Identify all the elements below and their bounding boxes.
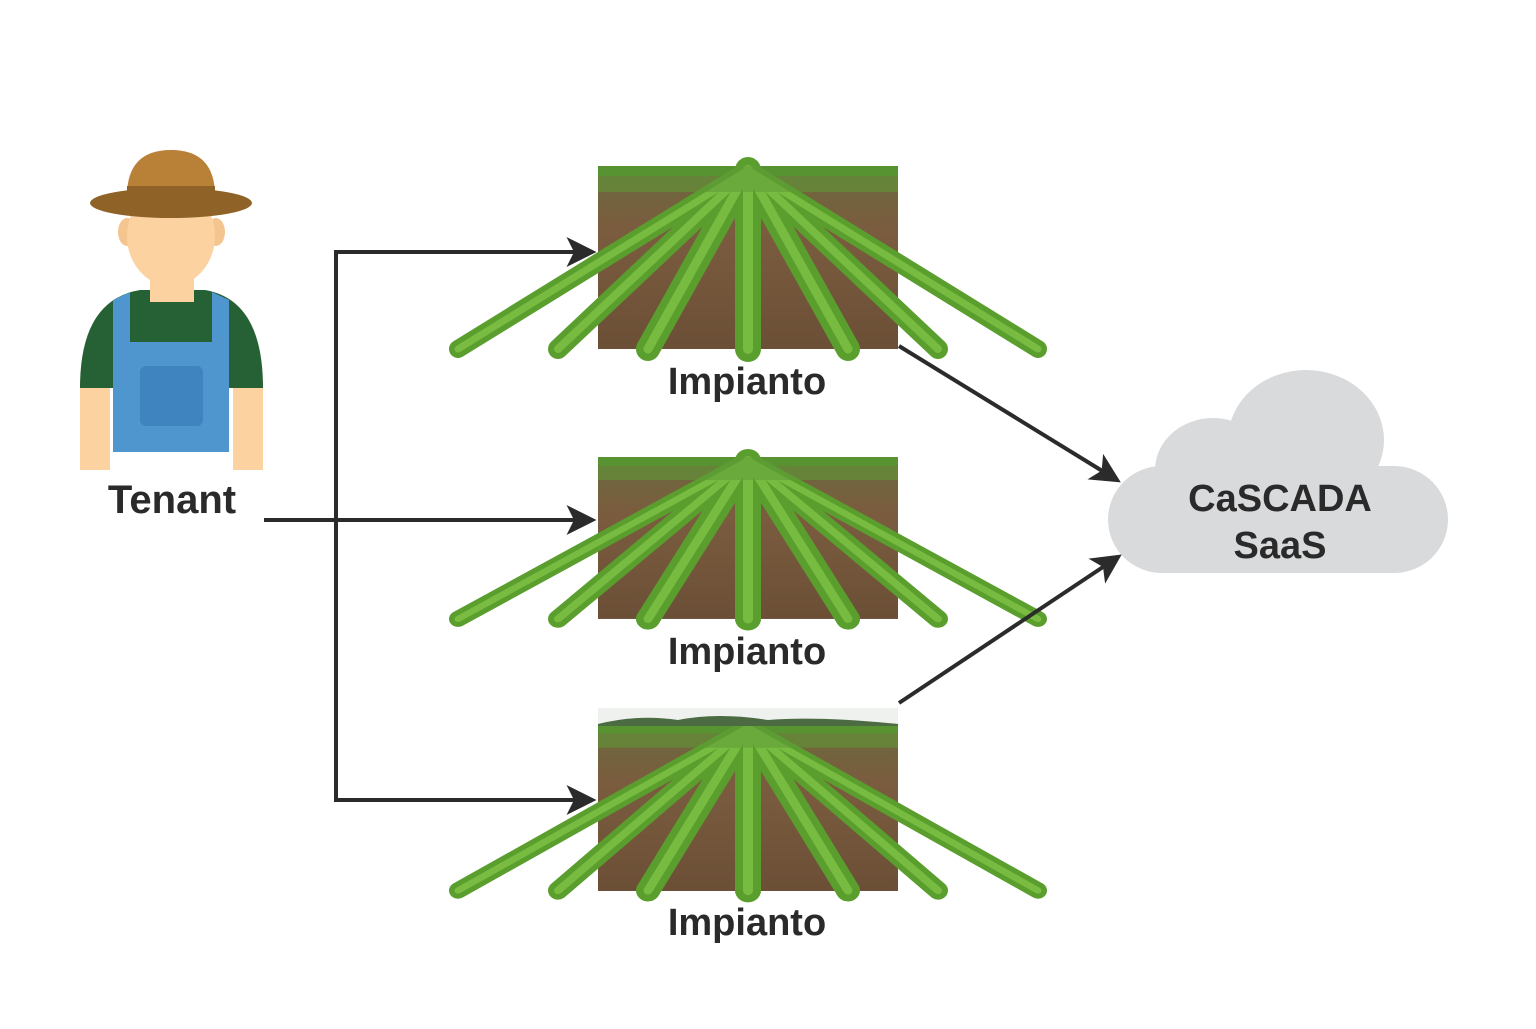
- arrow-plant-3-to-cloud: [897, 554, 1122, 705]
- crop-field-photo-3: [458, 708, 1038, 891]
- crop-field-photo-2: [458, 457, 1038, 619]
- plant-label-3: Impianto: [667, 902, 827, 944]
- cloud-label-line-1: CaSCADA: [1188, 478, 1372, 520]
- cloud-label: CaSCADA SaaS: [1130, 476, 1430, 570]
- plant-label-2: Impianto: [667, 631, 827, 673]
- cloud-icon: [1108, 370, 1448, 573]
- farmer-icon: [80, 150, 263, 470]
- crop-field-photo-1: [458, 166, 1038, 349]
- connector-lines: [264, 237, 1122, 815]
- cloud-label-line-2: SaaS: [1233, 525, 1327, 567]
- plant-label-1: Impianto: [667, 361, 827, 403]
- arrow-plant-1-to-cloud: [897, 344, 1121, 483]
- tenant-label: Tenant: [107, 478, 237, 522]
